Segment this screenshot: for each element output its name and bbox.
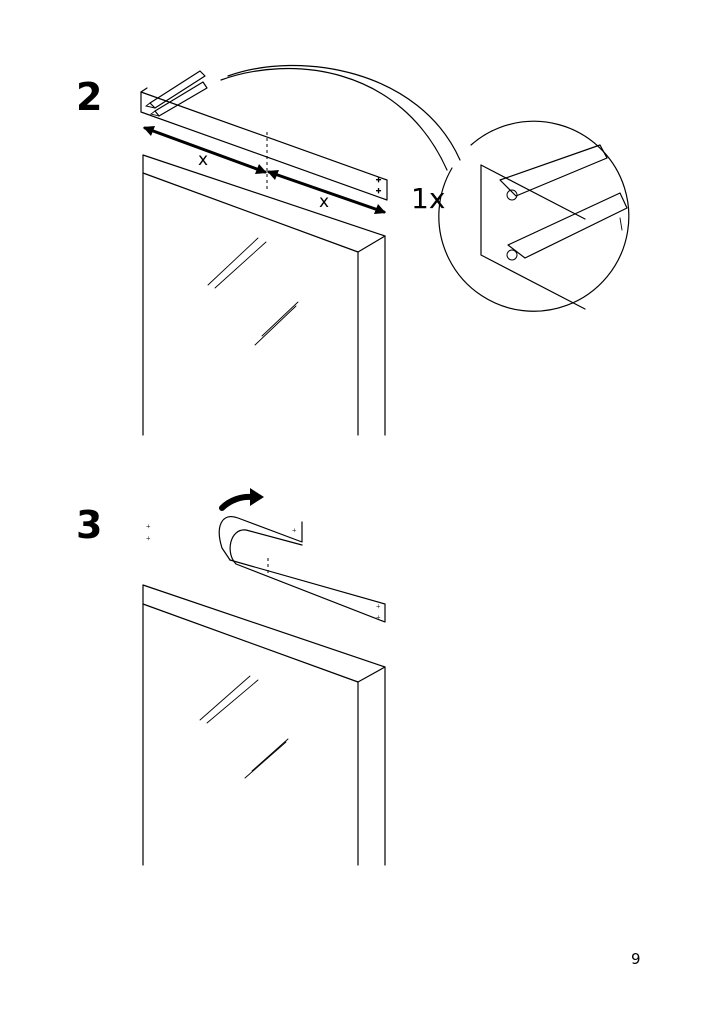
step-2-mirror [142, 154, 386, 436]
page-number: 9 [631, 950, 641, 968]
svg-text:+: + [292, 526, 297, 535]
step-2-measure-arrows: x x [143, 126, 386, 214]
step-3-peel-arrow [219, 488, 264, 511]
step-3-marks: + + [146, 522, 151, 543]
svg-text:+: + [376, 613, 381, 622]
svg-text:+: + [146, 534, 151, 543]
svg-text:+: + [146, 522, 151, 531]
dimension-x-right: x [319, 192, 329, 212]
step-3-number: 3 [76, 503, 102, 547]
step-3-adhesive-strip: + + + [218, 516, 386, 623]
step-2-pencils [144, 70, 208, 117]
quantity-label: 1x [411, 182, 445, 215]
detail-zoom-callout: 1x [220, 64, 630, 312]
svg-text:+: + [376, 175, 381, 185]
step-2-number: 2 [76, 75, 102, 119]
step-2-mounting-rail: + + [140, 87, 388, 201]
svg-text:+: + [376, 602, 381, 611]
svg-text:+: + [376, 186, 381, 196]
step-3-mirror [142, 584, 386, 866]
dimension-x-left: x [198, 150, 208, 170]
